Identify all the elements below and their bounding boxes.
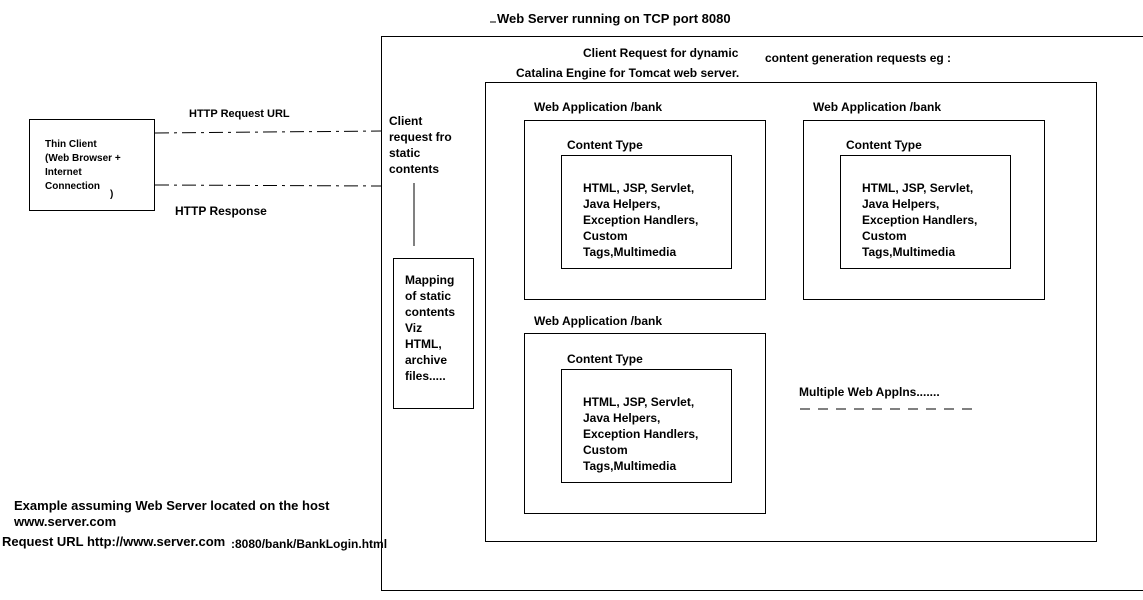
- mapping-label: Mapping of static contents Viz HTML, arc…: [405, 273, 456, 383]
- content-list-1: HTML, JSP, Servlet, Java Helpers, Except…: [583, 181, 699, 259]
- web-app-title-1: Web Application /bank: [532, 100, 665, 115]
- mapping-box: Mapping of static contents Viz HTML, arc…: [393, 258, 474, 409]
- http-request-label: HTTP Request URL: [189, 108, 290, 120]
- catalina-engine-box: [485, 82, 1097, 542]
- thin-client-box: Thin Client (Web Browser + Internet Conn…: [29, 119, 155, 211]
- web-app-box-3: [524, 333, 766, 514]
- web-app-box-2: [803, 120, 1045, 300]
- http-response-line: [154, 184, 382, 187]
- content-list-3: HTML, JSP, Servlet, Java Helpers, Except…: [583, 395, 699, 473]
- content-type-box-2: [840, 155, 1011, 269]
- thin-client-label: Thin Client (Web Browser + Internet Conn…: [45, 139, 121, 192]
- request-url-part-1: Request URL http://www.server.com: [2, 534, 226, 549]
- static-request-label: Client request fro static contents: [389, 114, 452, 176]
- content-type-box-3: [561, 369, 732, 483]
- multiple-apps-label: Multiple Web Applns.......: [799, 385, 940, 399]
- dynamic-request-label-2: content generation requests eg :: [765, 51, 952, 65]
- example-line-2: www.server.com: [14, 514, 117, 529]
- content-type-label-3: Content Type: [565, 352, 645, 367]
- web-app-title-3: Web Application /bank: [532, 314, 665, 329]
- server-title: Web Server running on TCP port 8080: [497, 11, 731, 26]
- content-type-box-1: [561, 155, 732, 269]
- content-list-2: HTML, JSP, Servlet, Java Helpers, Except…: [862, 181, 978, 259]
- catalina-engine-title: Catalina Engine for Tomcat web server.: [515, 66, 741, 81]
- http-request-line: [154, 130, 382, 134]
- thin-client-paren: ): [110, 189, 114, 200]
- web-app-title-2: Web Application /bank: [811, 100, 944, 115]
- request-url-part-2: :8080/bank/BankLogin.html: [231, 537, 388, 551]
- dynamic-request-label-1: Client Request for dynamic: [583, 46, 739, 60]
- example-line-1: Example assuming Web Server located on t…: [14, 498, 330, 513]
- web-app-box-1: [524, 120, 766, 300]
- content-type-label-1: Content Type: [565, 138, 645, 153]
- web-server-container: [381, 36, 1143, 591]
- content-type-label-2: Content Type: [844, 138, 924, 153]
- http-response-label: HTTP Response: [175, 204, 267, 218]
